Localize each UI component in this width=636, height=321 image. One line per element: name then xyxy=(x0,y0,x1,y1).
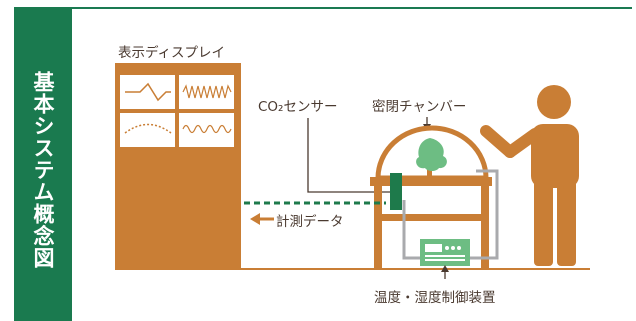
display-cabinet xyxy=(115,63,241,269)
chamber-table xyxy=(370,177,492,268)
circulation-pipe xyxy=(402,169,499,260)
controller-label: 温度・湿度制御装置 xyxy=(374,290,496,306)
controller-lead-arrow xyxy=(441,265,449,272)
tree-icon xyxy=(416,138,447,176)
waveform-4 xyxy=(182,124,232,134)
chamber-label: 密閉チャンバー xyxy=(372,99,467,115)
side-banner: 基本システム概念図 xyxy=(14,7,72,321)
controller-device xyxy=(420,239,470,266)
data-arrow-head xyxy=(250,213,260,225)
sensor-lead-line xyxy=(307,118,392,193)
data-flow-label: 計測データ xyxy=(276,214,344,230)
waveform-2 xyxy=(182,84,232,99)
person-icon xyxy=(480,85,579,266)
ground-line xyxy=(115,268,590,270)
display-label: 表示ディスプレイ xyxy=(118,45,226,61)
waveform-1 xyxy=(125,82,171,102)
diagram-title: 基本システム概念図 xyxy=(31,71,55,269)
co2-sensor-label: CO₂センサー xyxy=(258,99,338,115)
waveform-3 xyxy=(124,123,172,134)
top-rule xyxy=(72,7,632,9)
screen-2 xyxy=(179,75,234,109)
co2-sensor-device xyxy=(390,173,402,210)
